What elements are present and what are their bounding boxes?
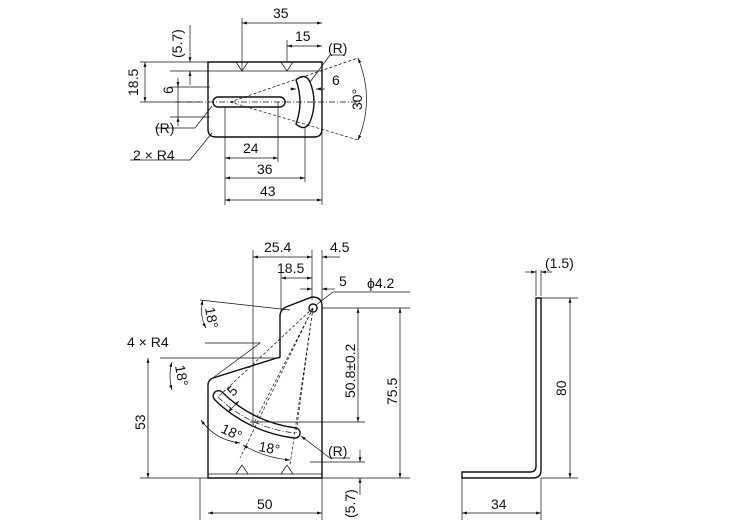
dim-75-5: 75.5	[384, 378, 400, 405]
dim-35: 35	[273, 5, 289, 21]
top-view: 35 15 (R) (5.7) 18.5 6 6 30° (R) 2 × R4 …	[125, 5, 367, 205]
dim-18deg-top: 18°	[202, 306, 221, 330]
dim-5-7: (5.7)	[169, 29, 185, 58]
dim-30deg: 30°	[349, 89, 365, 110]
dim-6-left: 6	[160, 86, 176, 94]
dim-25-4: 25.4	[264, 239, 291, 255]
dim-r-slot: (R)	[328, 40, 347, 56]
front-view: 25.4 4.5 18.5 5 ϕ4.2 18° 4 × R4 18° 5 18…	[127, 239, 542, 520]
dim-r-left: (R)	[155, 120, 174, 136]
dim-34: 34	[491, 496, 507, 512]
dim-5-7: (5.7)	[342, 489, 358, 518]
side-view-outline	[461, 297, 542, 479]
dim-50-8: 50.8±0.2	[342, 343, 358, 398]
dim-50: 50	[257, 496, 273, 512]
dim-r: (R)	[328, 443, 347, 459]
mounting-hole	[308, 303, 318, 313]
dim-phi4-2: ϕ4.2	[367, 275, 395, 291]
notch-marks	[235, 61, 294, 72]
dim-4-5: 4.5	[330, 239, 350, 255]
dim-18deg-b: 18°	[257, 438, 281, 457]
dim-36: 36	[257, 161, 273, 177]
dim-18-5: 18.5	[125, 69, 141, 96]
side-view: (1.5) 80 34	[461, 255, 578, 515]
notch-marks	[235, 464, 294, 475]
dim-1-5: (1.5)	[545, 255, 574, 271]
dim-53: 53	[132, 414, 148, 430]
dim-6-right: 6	[332, 72, 340, 88]
dim-18-5: 18.5	[277, 260, 304, 276]
dim-43: 43	[260, 183, 276, 199]
dim-18deg-mid: 18°	[172, 364, 191, 388]
front-view-outline	[207, 296, 323, 479]
dim-24: 24	[243, 140, 259, 156]
dim-18deg-a: 18°	[219, 420, 245, 443]
dim-5-top: 5	[339, 273, 347, 289]
dim-80: 80	[553, 380, 569, 396]
dim-4xr4: 4 × R4	[127, 334, 169, 350]
dim-15: 15	[295, 28, 311, 44]
curved-slot	[295, 75, 315, 129]
dim-2xr4: 2 × R4	[133, 147, 175, 163]
